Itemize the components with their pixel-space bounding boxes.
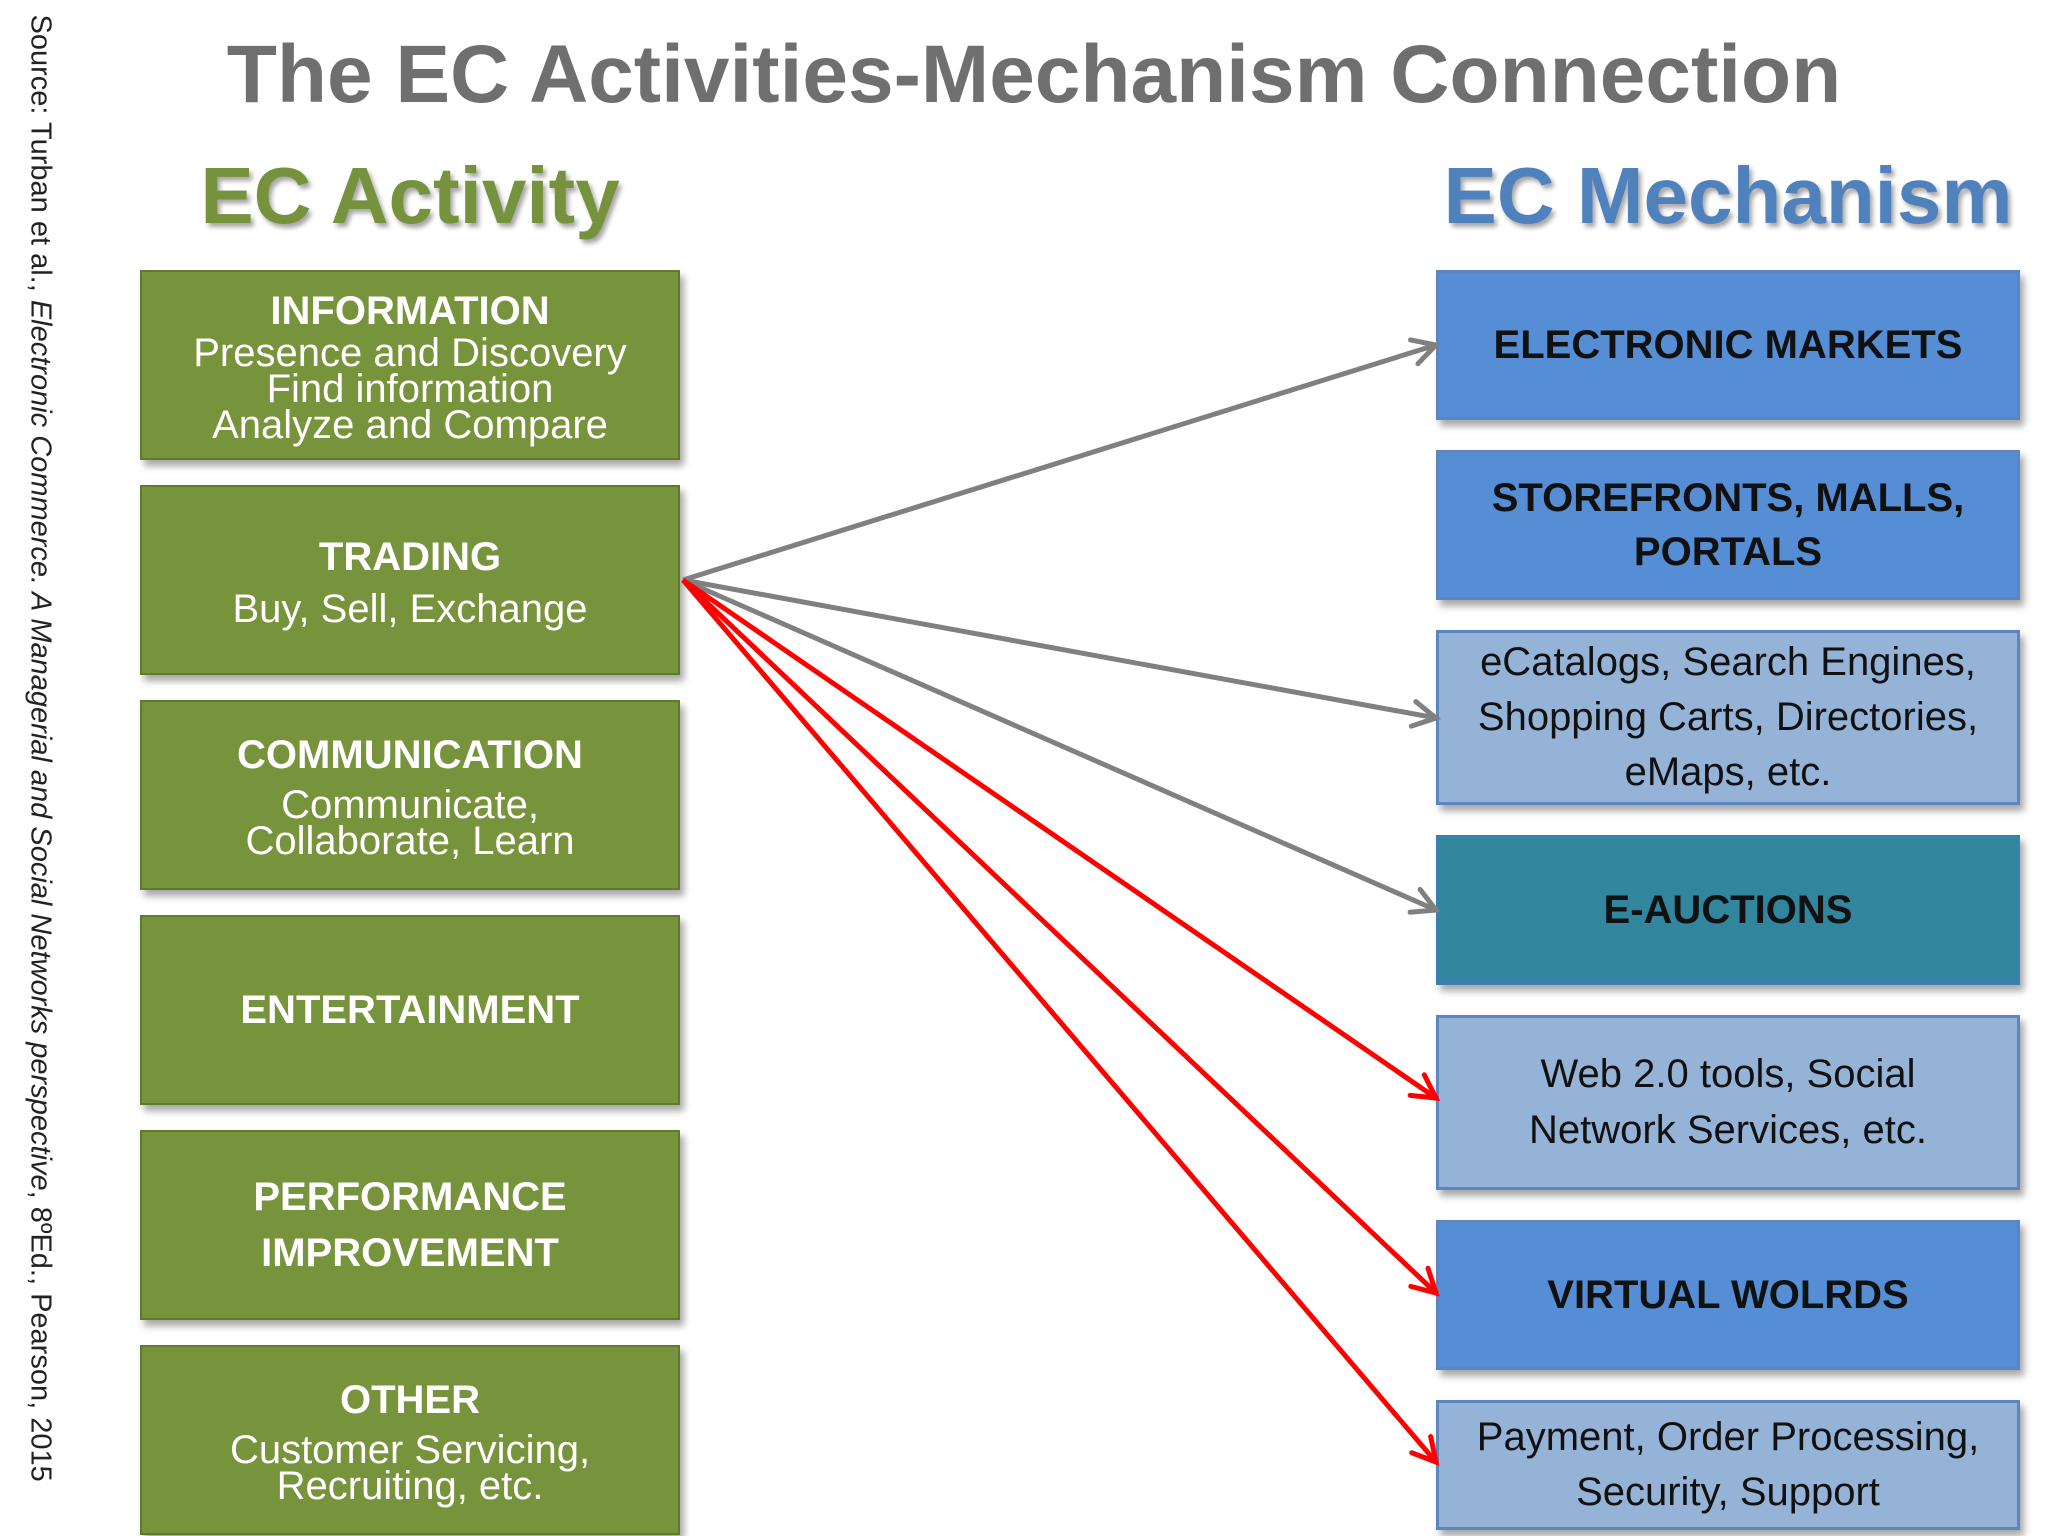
arrowhead-icon <box>1407 1072 1441 1101</box>
mechanism-label: ELECTRONIC MARKETS <box>1493 323 1963 367</box>
page-title: The EC Activities-Mechanism Connection <box>226 29 1842 120</box>
mechanism-label: STOREFRONTS, MALLS, <box>1491 476 1965 520</box>
activity-detail: Presence and Discovery <box>193 331 627 375</box>
mechanism-label: Payment, Order Processing, <box>1476 1414 1980 1459</box>
connection-arrow <box>681 577 1438 913</box>
mechanism-label: E-AUCTIONS <box>1603 888 1853 932</box>
arrowhead-icon <box>1407 886 1441 915</box>
activity-detail: Analyze and Compare <box>212 403 608 447</box>
activity-entertainment: ENTERTAINMENT <box>140 915 680 1105</box>
activity-other: OTHER Customer Servicing, Recruiting, et… <box>140 1345 680 1535</box>
connection-arrow <box>682 342 1437 583</box>
mechanism-e-auctions: E-AUCTIONS <box>1436 835 2020 985</box>
activity-detail: Recruiting, etc. <box>276 1464 544 1508</box>
arrowhead-icon <box>1408 699 1442 729</box>
activity-detail: Customer Servicing, <box>229 1428 591 1472</box>
connection-arrow <box>681 578 1438 1464</box>
mechanism-label: PORTALS <box>1633 530 1823 574</box>
mechanism-web20-tools: Web 2.0 tools, Social Network Services, … <box>1436 1015 2020 1190</box>
mechanism-label: eMaps, etc. <box>1624 750 1832 795</box>
mechanism-ecatalogs: eCatalogs, Search Engines, Shopping Cart… <box>1436 630 2020 805</box>
mechanism-storefronts: STOREFRONTS, MALLS, PORTALS <box>1436 450 2020 600</box>
activity-detail: Buy, Sell, Exchange <box>232 587 588 631</box>
activity-detail: Communicate, <box>281 783 539 827</box>
activity-communication: COMMUNICATION Communicate, Collaborate, … <box>140 700 680 890</box>
mechanism-label: Network Services, etc. <box>1529 1107 1927 1152</box>
activity-heading: OTHER <box>340 1378 480 1422</box>
activity-heading: TRADING <box>318 535 502 579</box>
connection-arrow <box>681 577 1438 1101</box>
activity-heading: COMMUNICATION <box>237 733 583 777</box>
mechanism-payment: Payment, Order Processing, Security, Sup… <box>1436 1400 2020 1530</box>
arrowhead-icon <box>1409 1434 1440 1466</box>
connection-arrow <box>682 577 1437 721</box>
activity-detail: Find information <box>266 367 554 411</box>
activity-heading-line2: IMPROVEMENT <box>261 1231 559 1275</box>
activity-trading: TRADING Buy, Sell, Exchange <box>140 485 680 675</box>
connection-arrow <box>681 578 1438 1295</box>
mechanism-label: VIRTUAL WOLRDS <box>1547 1273 1909 1317</box>
arrowhead-icon <box>1408 1265 1440 1297</box>
mechanism-label: eCatalogs, Search Engines, <box>1480 639 1976 684</box>
mechanism-label: Shopping Carts, Directories, <box>1477 694 1979 739</box>
arrowhead-icon <box>1408 337 1441 367</box>
activity-information: INFORMATION Presence and Discovery Find … <box>140 270 680 460</box>
mechanism-virtual-worlds: VIRTUAL WOLRDS <box>1436 1220 2020 1370</box>
mechanism-label: Security, Support <box>1576 1470 1880 1514</box>
activity-detail: Collaborate, Learn <box>245 819 575 863</box>
activity-heading: ENTERTAINMENT <box>240 988 580 1032</box>
mechanism-column-header: EC Mechanism <box>1443 151 2013 240</box>
activity-performance-improvement: PERFORMANCE IMPROVEMENT <box>140 1130 680 1320</box>
mechanism-label: Web 2.0 tools, Social <box>1540 1052 1916 1097</box>
mechanism-electronic-markets: ELECTRONIC MARKETS <box>1436 270 2020 420</box>
activity-heading: INFORMATION <box>270 289 550 333</box>
activity-heading: PERFORMANCE <box>253 1175 567 1219</box>
activity-column-header: EC Activity <box>200 151 620 240</box>
